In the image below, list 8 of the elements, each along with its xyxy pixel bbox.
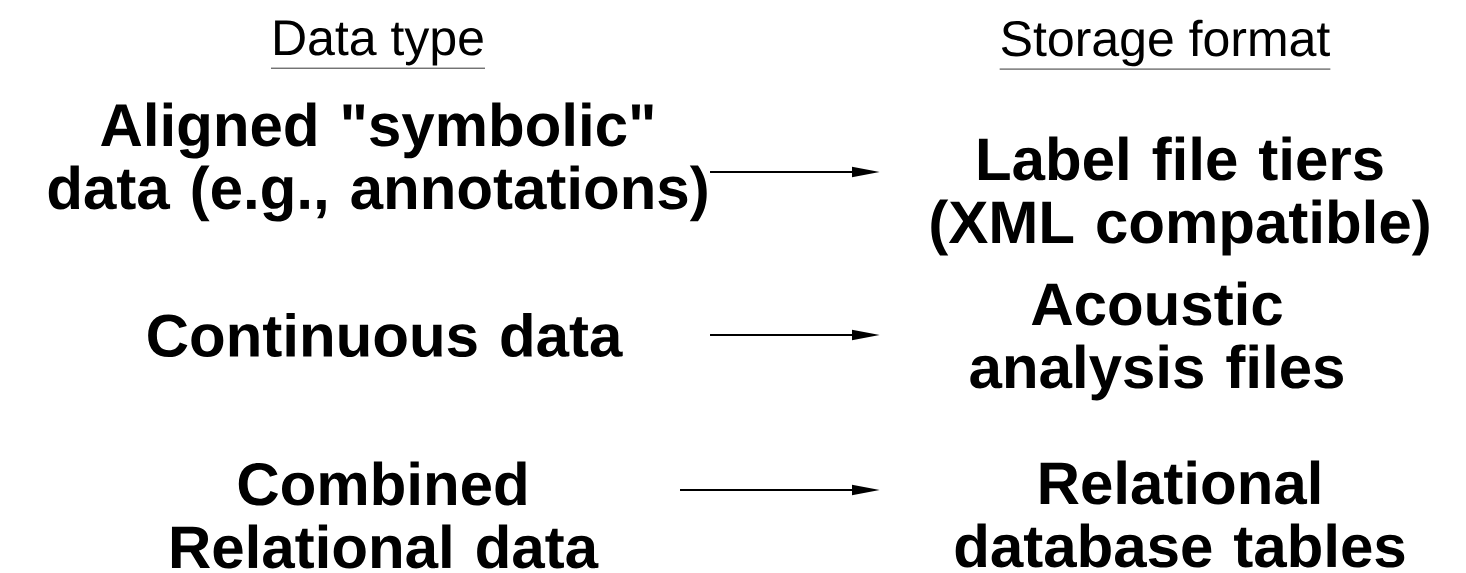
data-label: Aligned "symbolic" data (e.g., annotations) <box>48 102 707 222</box>
data-label: Combined Relational data <box>171 461 599 569</box>
data-label: Continuous data <box>148 312 623 358</box>
data-label: Acoustic analysis files <box>970 281 1343 401</box>
data-label: Label file tiers (XML compatible) <box>931 136 1429 256</box>
data-label: Relational database tables <box>955 460 1405 568</box>
column-heading: Storage format <box>999 19 1331 70</box>
column-heading: Data type <box>270 20 486 69</box>
